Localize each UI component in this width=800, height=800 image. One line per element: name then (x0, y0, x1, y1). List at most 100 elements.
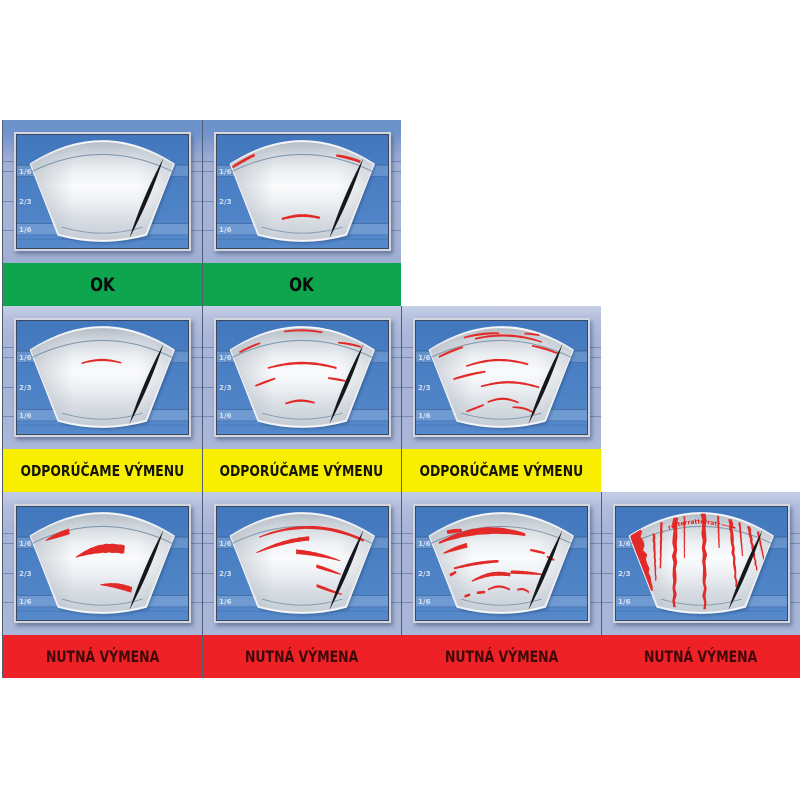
status-label: OK (89, 273, 115, 296)
zone-label: 1/6 (219, 225, 232, 234)
wear-cell-r3c4: 1/62/31/6 ratterratterratter NUTNÁ VÝMEN… (600, 492, 800, 678)
zone-label: 1/6 (219, 167, 232, 176)
glass-curve-top (431, 340, 572, 358)
zone-label: 1/6 (618, 597, 631, 606)
wear-streaks (231, 153, 361, 221)
zone-label: 1/6 (418, 597, 431, 606)
wear-streak (480, 381, 540, 389)
wear-streak (453, 560, 499, 570)
wear-streak (443, 542, 468, 554)
zone-label: 1/6 (219, 539, 232, 548)
wear-streak (651, 533, 657, 581)
windshield-illustration: 1/62/31/6 (216, 507, 388, 620)
zone-label: 1/6 (19, 353, 32, 362)
status-label: NUTNÁ VÝMENA (245, 647, 359, 666)
windshield-panel: 1/6 2/3 1/6 (16, 134, 189, 249)
zone-label: 1/6 (19, 411, 32, 420)
glass-curve-bottom (261, 598, 343, 606)
wear-streak (531, 345, 559, 355)
glass-curve-bottom (660, 598, 742, 606)
status-label: NUTNÁ VÝMENA (644, 647, 758, 666)
glass-curve-bottom (61, 598, 143, 606)
zone-label: 2/3 (418, 383, 431, 392)
zone-label: 1/6 (19, 167, 32, 176)
zone-label: 1/6 (219, 597, 232, 606)
windshield-panel: 1/62/31/6 ratterratterratter (614, 506, 788, 621)
wear-streak (446, 528, 463, 535)
wear-streak (682, 516, 685, 559)
wear-streak (258, 525, 364, 542)
windshield (229, 326, 375, 428)
status-bar-bad: NUTNÁ VÝMENA (601, 635, 800, 678)
wear-streak (238, 342, 260, 354)
wiper-blade (129, 530, 164, 611)
windshield (428, 512, 574, 614)
wear-streak (284, 399, 315, 405)
wear-streak (476, 590, 486, 595)
wear-streak (337, 341, 361, 348)
windshield-illustration: 1/62/31/6 (17, 321, 188, 434)
windshield-illustration: 1/62/31/6 ratterratterratter (615, 507, 787, 620)
windshield-illustration: 1/6 2/3 1/6 (17, 135, 188, 248)
zone-label: 1/6 (19, 225, 32, 234)
wear-streak (474, 334, 542, 343)
windshield-frame: 1/62/31/6 ratterratterratter (612, 504, 790, 623)
zone-label: 1/6 (19, 539, 32, 548)
wiper-blade (528, 530, 563, 611)
zone-label: 1/6 (418, 539, 431, 548)
glass-curve-bottom (61, 226, 143, 234)
wear-streak (75, 543, 125, 558)
wear-streaks (81, 358, 122, 364)
wear-streak (524, 332, 540, 337)
wear-streak (517, 587, 530, 594)
status-bar-ok: OK (3, 263, 202, 306)
wear-streak (335, 154, 361, 163)
status-bar-warn: ODPORÚČAME VÝMENU (402, 449, 601, 492)
wear-streak (471, 571, 511, 582)
wear-streak (281, 214, 320, 221)
wiper-blade (129, 158, 164, 239)
glass-curve-top (32, 154, 173, 172)
zone-label: 2/3 (19, 197, 32, 206)
zone-label: 1/6 (418, 411, 431, 420)
glass-curve-bottom (460, 412, 542, 420)
wear-streak (254, 377, 275, 387)
wiper-blade (328, 530, 363, 611)
status-label: ODPORÚČAME VÝMENU (419, 461, 584, 480)
status-bar-ok: OK (202, 263, 401, 306)
glass-curve-bottom (261, 226, 343, 234)
wear-streak (671, 517, 678, 608)
cell-pane: 1/62/31/6 ratterratterratter (601, 492, 800, 635)
zone-label: 2/3 (219, 383, 232, 392)
wear-streak (716, 515, 720, 548)
wiper-blade (328, 344, 363, 425)
status-bar-warn: ODPORÚČAME VÝMENU (3, 449, 202, 492)
glass-curve-bottom (460, 598, 542, 606)
glass-curve-top (630, 526, 771, 544)
status-label: NUTNÁ VÝMENA (45, 647, 159, 666)
wiper-blade (528, 344, 563, 425)
windshield (29, 512, 175, 614)
cell-pane: 1/6 2/3 1/6 (3, 120, 202, 263)
glass-curve-top (32, 526, 173, 544)
wiper-blade (727, 530, 762, 611)
wear-streak (738, 522, 743, 557)
status-label: ODPORÚČAME VÝMENU (20, 461, 185, 480)
